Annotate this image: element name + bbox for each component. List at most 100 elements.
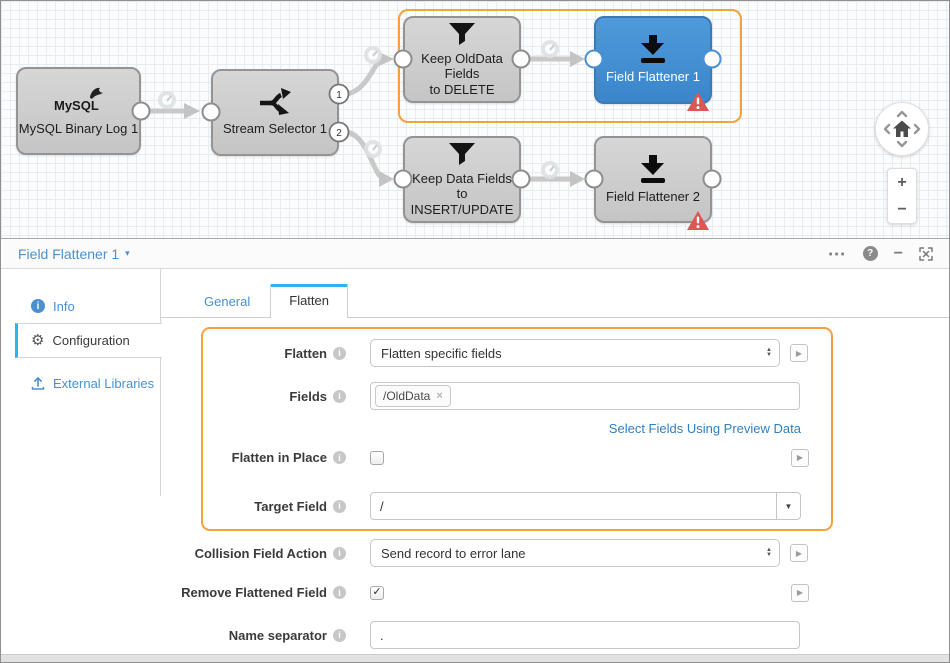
node-label: Field Flattener 2 xyxy=(606,188,700,204)
info-icon: i xyxy=(333,499,346,513)
sidebar-item-external-libraries[interactable]: External Libraries xyxy=(1,366,161,400)
target-field-input[interactable]: / xyxy=(370,492,777,520)
connector-line xyxy=(346,129,383,179)
row-collision-field-action: Collision Field Action i Send record to … xyxy=(161,539,808,567)
validation-warning-icon[interactable] xyxy=(686,210,710,231)
target-field-value: / xyxy=(380,498,384,514)
zoom-out-button[interactable]: − xyxy=(897,200,907,218)
help-icon[interactable]: ? xyxy=(862,246,878,261)
bottom-scroll-strip[interactable] xyxy=(1,654,949,662)
preview-run-button[interactable]: ▶ xyxy=(791,583,809,602)
stage-panel-header: Field Flattener 1 ▾ ⋯ ? − xyxy=(1,238,949,269)
preview-run-button[interactable]: ▶ xyxy=(791,448,809,467)
name-separator-value: . xyxy=(380,627,384,643)
stage-sidebar: i Info ⚙ Configuration External Librarie… xyxy=(1,269,162,655)
connector-arrowhead xyxy=(379,171,394,187)
upload-icon xyxy=(31,377,45,390)
name-separator-input[interactable]: . xyxy=(370,621,800,649)
field-tag-label: /OldData xyxy=(383,389,431,403)
select-fields-preview-link[interactable]: Select Fields Using Preview Data xyxy=(608,421,801,436)
canvas-pan-control[interactable] xyxy=(875,102,929,156)
stage-panel-body: i Info ⚙ Configuration External Librarie… xyxy=(1,269,949,655)
info-icon: i xyxy=(333,586,346,599)
sidebar-item-label: Info xyxy=(53,298,75,314)
tab-flatten[interactable]: Flatten xyxy=(270,284,348,318)
field-label: Fields xyxy=(289,388,327,404)
stage-title-dropdown[interactable]: Field Flattener 1 ▾ xyxy=(1,246,130,262)
tab-general[interactable]: General xyxy=(204,294,251,309)
node-stream-selector[interactable]: Stream Selector 1 xyxy=(211,69,339,156)
config-highlight-box xyxy=(201,327,833,531)
field-label: Remove Flattened Field xyxy=(181,585,327,600)
info-icon: i xyxy=(333,628,346,642)
configuration-area: General Flatten Flatten i Flatten specif… xyxy=(161,269,949,655)
pipeline-canvas[interactable]: MySQL MySQL Binary Log 1 Stream Selector… xyxy=(1,1,949,239)
connector-line xyxy=(346,57,383,97)
pan-right-icon[interactable] xyxy=(913,123,921,135)
stepper-up-icon: ▲ xyxy=(766,547,772,553)
collision-field-action-select[interactable]: Send record to error lane ▲ ▼ xyxy=(370,539,780,567)
pan-left-icon[interactable] xyxy=(883,123,891,135)
checkbox-check: ✓ xyxy=(372,586,382,598)
row-name-separator: Name separator i . xyxy=(161,621,800,649)
connector-arrowhead xyxy=(379,52,394,66)
stepper-down-icon: ▼ xyxy=(766,552,772,558)
selection-highlight-box xyxy=(398,9,742,123)
flatten-in-place-checkbox[interactable] xyxy=(370,450,384,465)
play-icon: ▶ xyxy=(796,453,804,462)
remove-flattened-field-checkbox[interactable]: ✓ xyxy=(370,585,384,600)
more-options-icon[interactable]: ⋯ xyxy=(827,243,847,264)
node-keep-olddata-filter[interactable]: Keep OldData Fields to DELETE xyxy=(403,16,521,103)
mysql-logo-icon: MySQL xyxy=(54,87,103,113)
metrics-gauge-icon xyxy=(541,161,559,179)
node-label-line1: Keep Data Fields to xyxy=(412,170,512,202)
preview-run-button[interactable]: ▶ xyxy=(790,344,808,362)
sidebar-item-info[interactable]: i Info xyxy=(1,289,161,323)
pan-down-icon[interactable] xyxy=(896,140,908,148)
flatten-icon xyxy=(641,35,665,64)
home-icon[interactable] xyxy=(893,120,911,138)
stream-selector-icon xyxy=(260,88,291,116)
field-label: Name separator xyxy=(228,627,327,643)
validation-warning-icon[interactable] xyxy=(686,91,710,112)
select-stepper-icon: ▲ ▼ xyxy=(766,547,772,558)
info-icon: i xyxy=(333,346,346,360)
node-label: Stream Selector 1 xyxy=(222,121,328,137)
minimize-panel-icon[interactable]: − xyxy=(893,244,903,262)
field-tag-chip[interactable]: /OldData × xyxy=(375,385,451,407)
node-keep-data-filter[interactable]: Keep Data Fields to INSERT/UPDATE xyxy=(403,136,521,223)
row-target-field: Target Field i / ▼ xyxy=(161,492,801,520)
funnel-icon xyxy=(449,142,475,165)
maximize-panel-icon[interactable] xyxy=(919,246,933,261)
sidebar-item-label: Configuration xyxy=(52,333,130,348)
node-mysql-binary-log[interactable]: MySQL MySQL Binary Log 1 xyxy=(16,67,141,155)
flatten-select[interactable]: Flatten specific fields ▲ ▼ xyxy=(370,339,780,367)
fields-input[interactable]: /OldData × xyxy=(370,382,800,410)
node-label-line2: INSERT/UPDATE xyxy=(410,201,514,217)
play-icon: ▶ xyxy=(795,548,803,558)
caret-down-icon: ▾ xyxy=(125,248,130,258)
info-icon: i xyxy=(31,299,45,313)
node-label-line1: Keep OldData Fields xyxy=(421,50,503,82)
remove-tag-icon[interactable]: × xyxy=(436,390,443,402)
sidebar-item-label: External Libraries xyxy=(53,375,155,391)
play-icon: ▶ xyxy=(795,348,803,358)
preview-run-button[interactable]: ▶ xyxy=(790,544,808,562)
pan-up-icon[interactable] xyxy=(896,110,908,118)
field-label: Flatten xyxy=(284,345,327,361)
sidebar-item-configuration[interactable]: ⚙ Configuration xyxy=(15,323,162,358)
row-flatten-in-place: Flatten in Place i ▶ xyxy=(161,448,809,467)
metrics-gauge-icon xyxy=(158,91,176,109)
row-fields: Fields i /OldData × xyxy=(161,382,800,410)
selected-option: Send record to error lane xyxy=(381,545,526,561)
gear-icon: ⚙ xyxy=(31,332,45,349)
caret-down-icon: ▼ xyxy=(784,501,793,511)
target-field-dropdown-button[interactable]: ▼ xyxy=(777,492,801,520)
zoom-in-button[interactable]: + xyxy=(897,173,907,191)
info-icon: i xyxy=(333,451,346,464)
select-stepper-icon: ▲ ▼ xyxy=(766,347,772,358)
play-icon: ▶ xyxy=(796,588,804,597)
stage-title: Field Flattener 1 xyxy=(18,245,120,262)
node-label-line2: to DELETE xyxy=(429,81,495,97)
node-field-flattener-2[interactable]: Field Flattener 2 xyxy=(594,136,712,230)
